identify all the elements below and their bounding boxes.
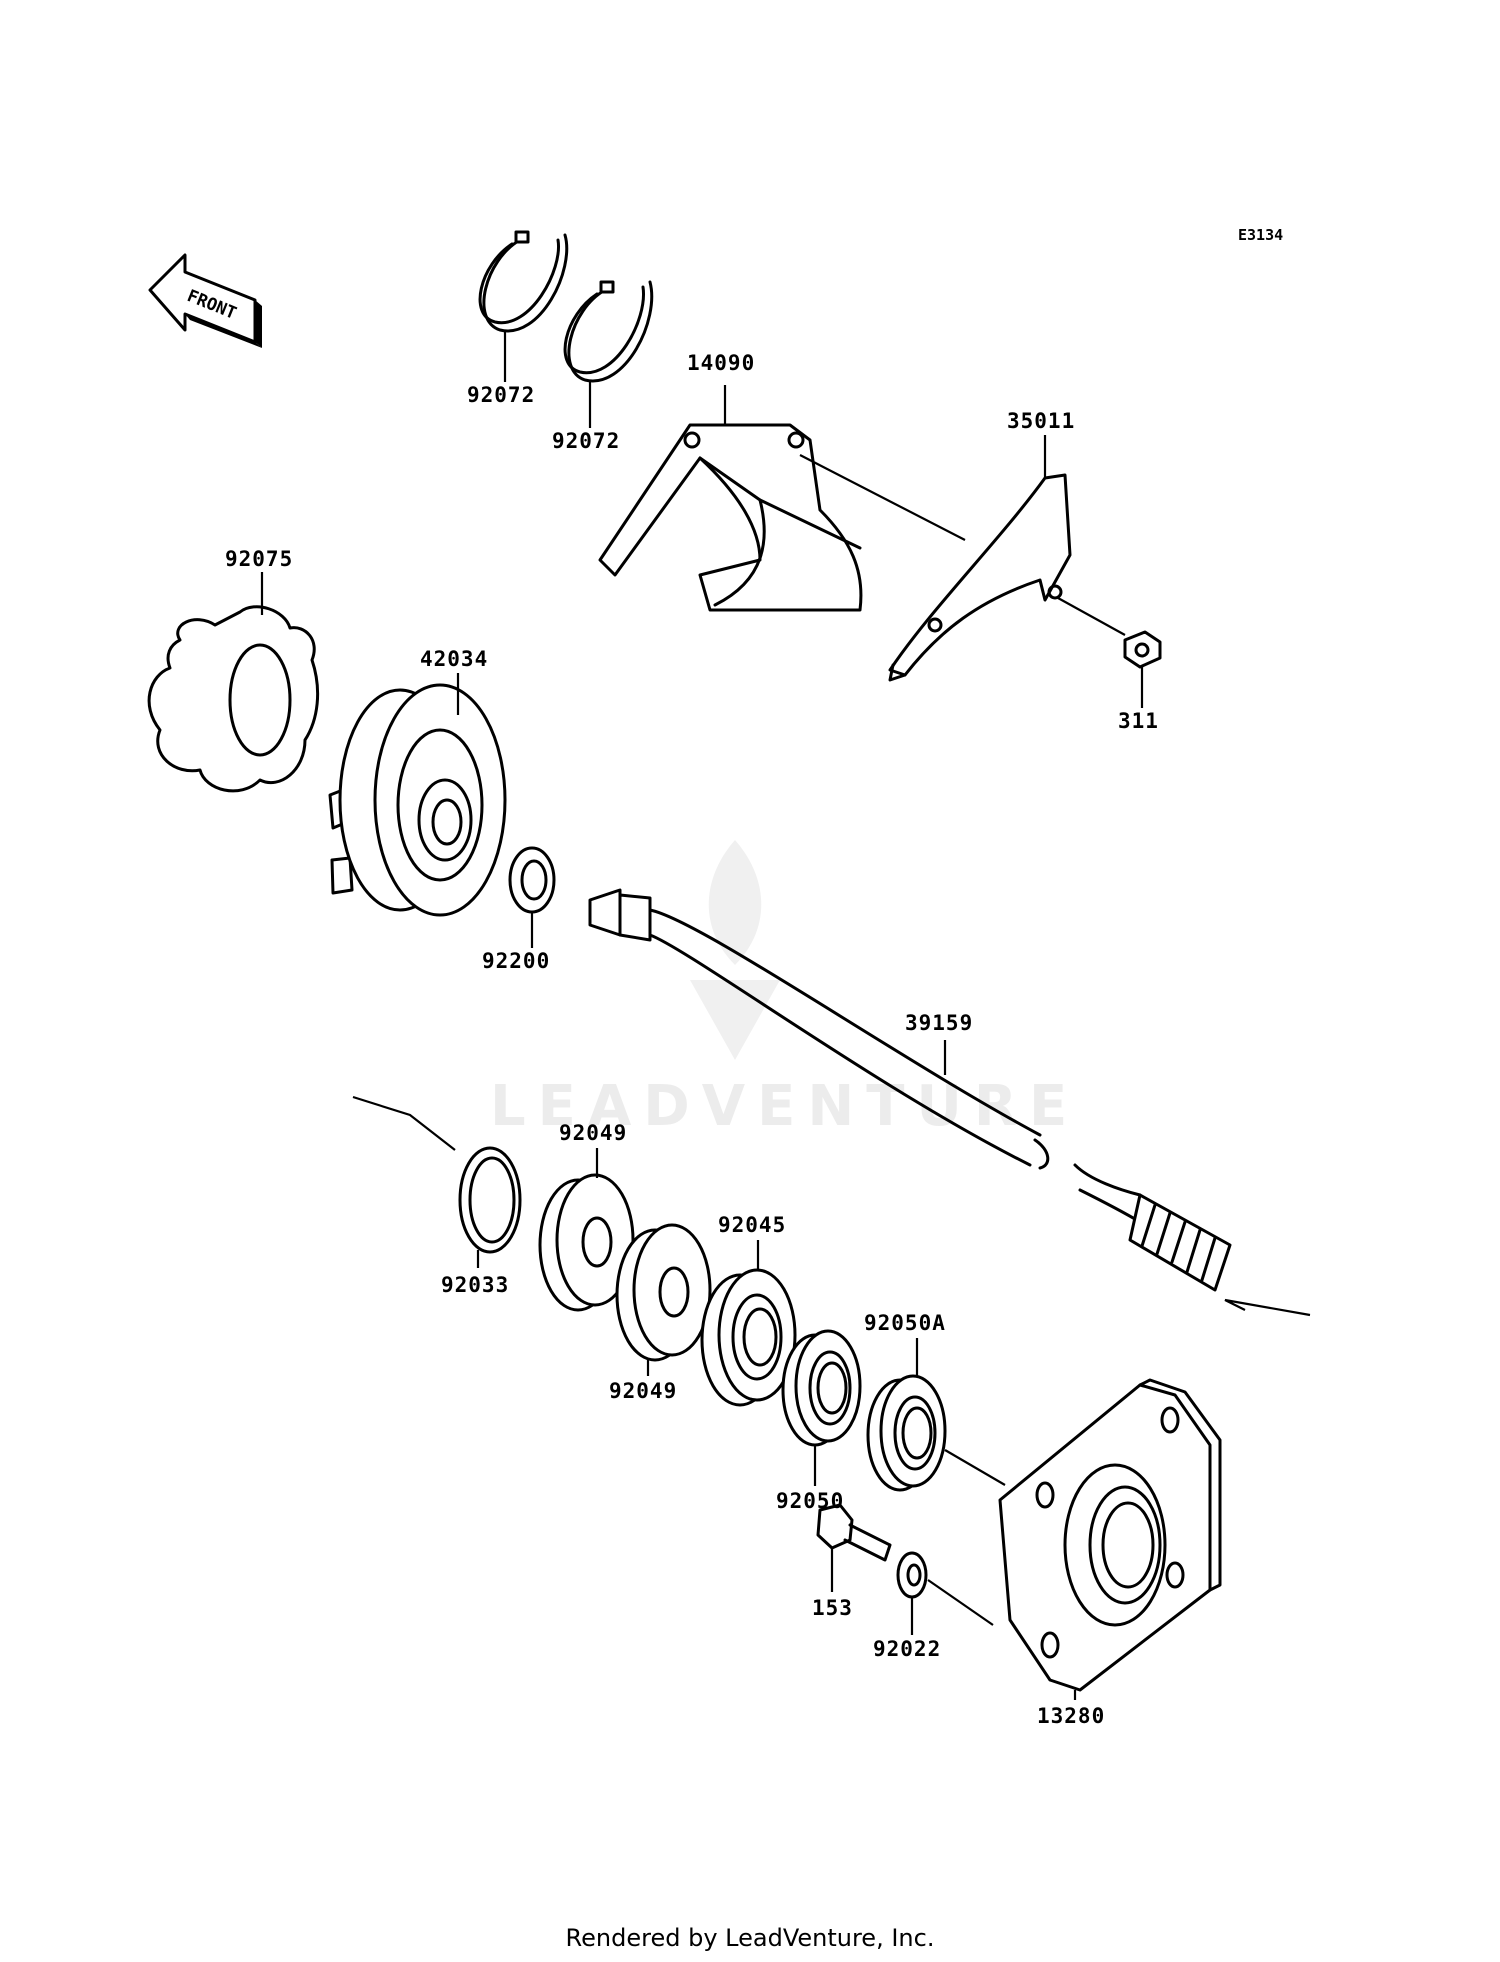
callout-92200[interactable]: 92200 xyxy=(482,949,550,973)
damper-92075 xyxy=(147,572,320,793)
seal-92050 xyxy=(781,1329,862,1486)
front-arrow-icon: FRONT xyxy=(148,253,262,348)
callout-92045[interactable]: 92045 xyxy=(718,1213,786,1237)
axis-lines xyxy=(352,1095,1311,1317)
callout-92049-b[interactable]: 92049 xyxy=(609,1379,677,1403)
washer-92022 xyxy=(896,1551,994,1635)
callout-92050[interactable]: 92050 xyxy=(776,1489,844,1513)
part-callouts: 92072 92072 14090 35011 311 92075 42034 … xyxy=(225,351,1159,1728)
callout-92072-a[interactable]: 92072 xyxy=(467,383,535,407)
bolt-153 xyxy=(816,1503,892,1592)
callout-92033[interactable]: 92033 xyxy=(441,1273,509,1297)
callout-13280[interactable]: 13280 xyxy=(1037,1704,1105,1728)
washer-92200 xyxy=(508,846,556,948)
cover-14090 xyxy=(598,385,966,612)
footer-credit: Rendered by LeadVenture, Inc. xyxy=(565,1924,935,1952)
callout-92072-b[interactable]: 92072 xyxy=(552,429,620,453)
clamp-92072-b xyxy=(563,280,654,428)
clamp-92072-a xyxy=(478,230,569,382)
bracket-35011 xyxy=(888,435,1126,682)
seal-92050A xyxy=(866,1338,1006,1492)
callout-92049-a[interactable]: 92049 xyxy=(559,1121,627,1145)
diagram-code: E3134 xyxy=(1238,226,1283,244)
callout-153[interactable]: 153 xyxy=(812,1596,853,1620)
callout-39159[interactable]: 39159 xyxy=(905,1011,973,1035)
collar-92049-b xyxy=(615,1223,712,1376)
circlip-92033 xyxy=(458,1146,522,1268)
watermark-text: LEADVENTURE xyxy=(490,1074,1079,1139)
leadventure-watermark: LEADVENTURE xyxy=(490,840,1079,1139)
callout-35011[interactable]: 35011 xyxy=(1007,409,1075,433)
callout-92075[interactable]: 92075 xyxy=(225,547,293,571)
nut-311 xyxy=(1123,630,1162,708)
callout-14090[interactable]: 14090 xyxy=(687,351,755,375)
bearing-92045 xyxy=(700,1240,797,1407)
shaft-39159 xyxy=(588,888,1232,1292)
impeller-42034 xyxy=(328,673,507,917)
collar-92049-a xyxy=(538,1148,635,1312)
callout-92022[interactable]: 92022 xyxy=(873,1637,941,1661)
callout-92050A[interactable]: 92050A xyxy=(864,1311,946,1335)
callout-311[interactable]: 311 xyxy=(1118,709,1159,733)
callout-42034[interactable]: 42034 xyxy=(420,647,488,671)
housing-13280 xyxy=(998,1378,1222,1700)
